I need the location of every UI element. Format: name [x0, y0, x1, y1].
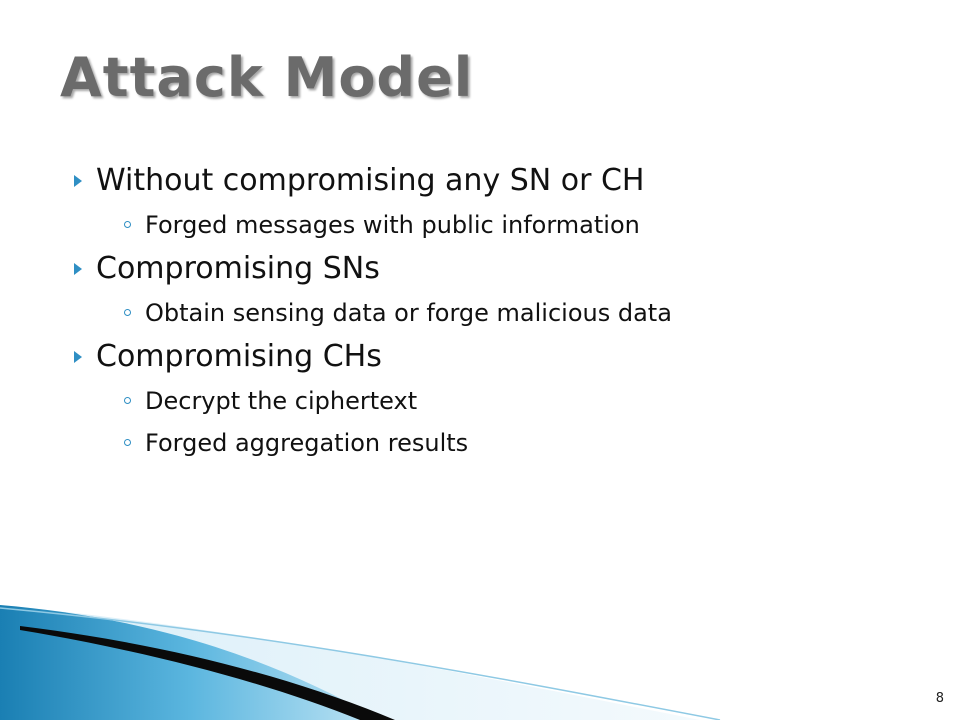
- triangle-bullet-icon: [74, 263, 82, 275]
- sub-bullet-item: Forged aggregation results: [124, 422, 934, 464]
- triangle-bullet-icon: [74, 351, 82, 363]
- bullet-list: Without compromising any SN or CH Forged…: [74, 158, 934, 464]
- sub-bullet-item: Obtain sensing data or forge malicious d…: [124, 292, 934, 334]
- sub-bullet-text: Obtain sensing data or forge malicious d…: [145, 299, 672, 327]
- circle-bullet-icon: [124, 397, 131, 404]
- page-number: 8: [935, 691, 944, 706]
- sub-bullet-list: Obtain sensing data or forge malicious d…: [96, 292, 934, 334]
- sub-bullet-item: Decrypt the ciphertext: [124, 380, 934, 422]
- bullet-item: Compromising SNs Obtain sensing data or …: [74, 246, 934, 334]
- circle-bullet-icon: [124, 309, 131, 316]
- gray-swoosh-line: [0, 607, 721, 720]
- slide-title: Attack Model: [60, 46, 474, 109]
- bullet-text: Without compromising any SN or CH: [96, 163, 645, 198]
- black-swoosh: [20, 626, 395, 720]
- sub-bullet-text: Forged aggregation results: [145, 429, 469, 457]
- sub-bullet-list: Forged messages with public information: [96, 204, 934, 246]
- bullet-item: Without compromising any SN or CH Forged…: [74, 158, 934, 246]
- bullet-item: Compromising CHs Decrypt the ciphertext …: [74, 334, 934, 464]
- sub-bullet-item: Forged messages with public information: [124, 204, 934, 246]
- circle-bullet-icon: [124, 439, 131, 446]
- bullet-text: Compromising SNs: [96, 251, 380, 286]
- sub-bullet-text: Decrypt the ciphertext: [145, 387, 418, 415]
- bullet-text: Compromising CHs: [96, 339, 382, 374]
- decorative-swoosh: [0, 605, 721, 720]
- sub-bullet-list: Decrypt the ciphertext Forged aggregatio…: [96, 380, 934, 464]
- circle-bullet-icon: [124, 221, 131, 228]
- sub-bullet-text: Forged messages with public information: [145, 211, 640, 239]
- triangle-bullet-icon: [74, 175, 82, 187]
